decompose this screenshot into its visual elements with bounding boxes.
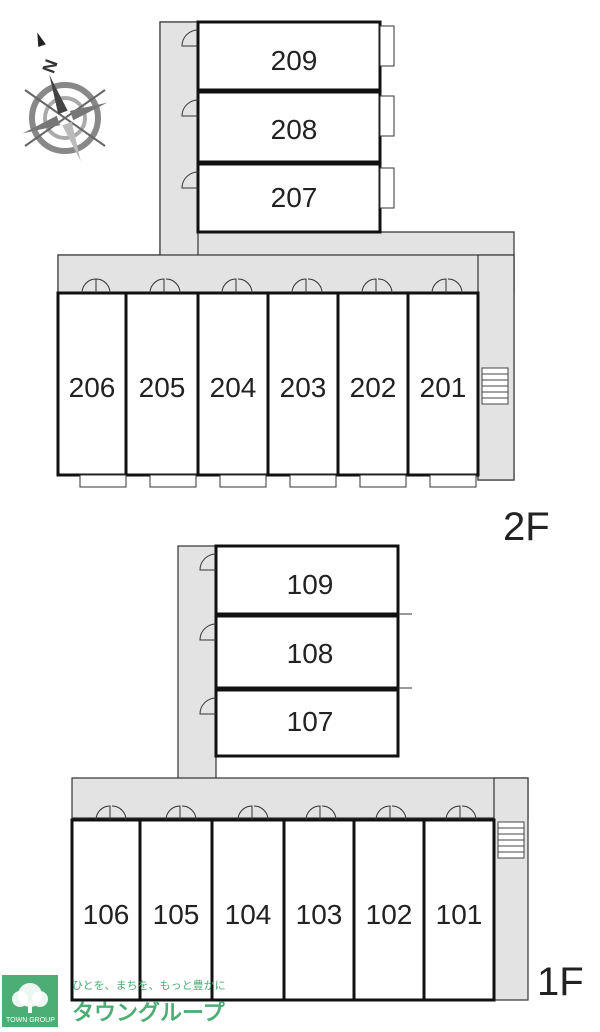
door-104a (237, 805, 253, 821)
door-105a (165, 805, 181, 821)
stairs-2f (481, 367, 509, 405)
door-109 (199, 553, 217, 571)
unit-107 (214, 688, 400, 758)
floor-label-2f: 2F (503, 505, 550, 549)
balcony-203 (289, 474, 337, 488)
unit-label-105: 105 (153, 899, 200, 930)
corridor-1f-strip (493, 777, 529, 1001)
balcony-208 (379, 95, 395, 137)
unit-label-207: 207 (271, 182, 318, 213)
unit-204 (196, 291, 270, 477)
unit-104 (210, 818, 286, 1002)
logo-small-text: TOWN GROUP (6, 1017, 55, 1024)
unit-206 (56, 291, 128, 477)
unit-label-206: 206 (69, 372, 116, 403)
door-105b (181, 805, 197, 821)
door-103a (305, 805, 321, 821)
unit-208 (196, 90, 382, 164)
floor-1f: 109 108 107 106 105 104 103 102 101 (70, 544, 584, 1004)
corridor-1f-wing (177, 545, 217, 787)
unit-106 (70, 818, 142, 1002)
door-201b (447, 278, 463, 294)
door-104b (253, 805, 269, 821)
corridor-1f-band (71, 777, 529, 819)
door-204a (221, 278, 237, 294)
door-202a (361, 278, 377, 294)
unit-202 (336, 291, 410, 477)
unit-label-106: 106 (83, 899, 130, 930)
door-209 (181, 29, 199, 47)
logo-tagline: ひとを、まちを、もっと豊かに (72, 980, 226, 992)
unit-108 (214, 614, 400, 690)
compass-rose-icon (22, 32, 108, 162)
door-208 (181, 99, 199, 117)
door-101b (461, 805, 477, 821)
door-203a (291, 278, 307, 294)
unit-label-205: 205 (139, 372, 186, 403)
door-206a (81, 278, 97, 294)
balcony-207 (379, 167, 395, 209)
balcony-206 (79, 474, 127, 488)
door-204b (237, 278, 253, 294)
door-106b (111, 805, 127, 821)
unit-label-202: 202 (350, 372, 397, 403)
company-logo: TOWN GROUP ひとを、まちを、もっと豊かに タウングループ (0, 973, 240, 1029)
compass-north-label: N (38, 57, 61, 76)
unit-label-102: 102 (366, 899, 413, 930)
door-205a (149, 278, 165, 294)
corridor-2f-wing (159, 21, 199, 263)
floor-2f: 209 208 207 206 205 204 203 202 201 (56, 20, 550, 549)
unit-201 (406, 291, 480, 477)
unit-102 (352, 818, 426, 1002)
unit-105 (138, 818, 214, 1002)
unit-label-104: 104 (225, 899, 272, 930)
door-102a (375, 805, 391, 821)
unit-109 (214, 544, 400, 616)
unit-label-109: 109 (287, 569, 334, 600)
logo-name: タウングループ (72, 1000, 225, 1025)
unit-101 (422, 818, 496, 1002)
unit-207 (196, 162, 382, 234)
unit-label-201: 201 (420, 372, 467, 403)
door-203b (307, 278, 323, 294)
tree-logo-icon: TOWN GROUP (2, 975, 58, 1027)
door-103b (321, 805, 337, 821)
unit-label-204: 204 (210, 372, 257, 403)
stairs-1f (497, 821, 525, 859)
door-207 (181, 171, 199, 189)
door-206b (95, 278, 111, 294)
unit-label-209: 209 (271, 45, 318, 76)
door-202b (377, 278, 393, 294)
balcony-201 (429, 474, 477, 488)
door-102b (391, 805, 407, 821)
door-205b (165, 278, 181, 294)
door-108 (199, 623, 217, 641)
unit-209 (196, 20, 382, 92)
door-101a (445, 805, 461, 821)
unit-label-108: 108 (287, 638, 334, 669)
unit-label-101: 101 (436, 899, 483, 930)
balcony-209 (379, 25, 395, 67)
unit-label-203: 203 (280, 372, 327, 403)
unit-label-208: 208 (271, 114, 318, 145)
unit-label-103: 103 (296, 899, 343, 930)
door-201a (431, 278, 447, 294)
unit-label-107: 107 (287, 706, 334, 737)
balcony-205 (149, 474, 197, 488)
balcony-204 (219, 474, 267, 488)
door-106a (95, 805, 111, 821)
floor-label-1f: 1F (537, 960, 584, 1004)
door-107 (199, 697, 217, 715)
balcony-202 (359, 474, 407, 488)
